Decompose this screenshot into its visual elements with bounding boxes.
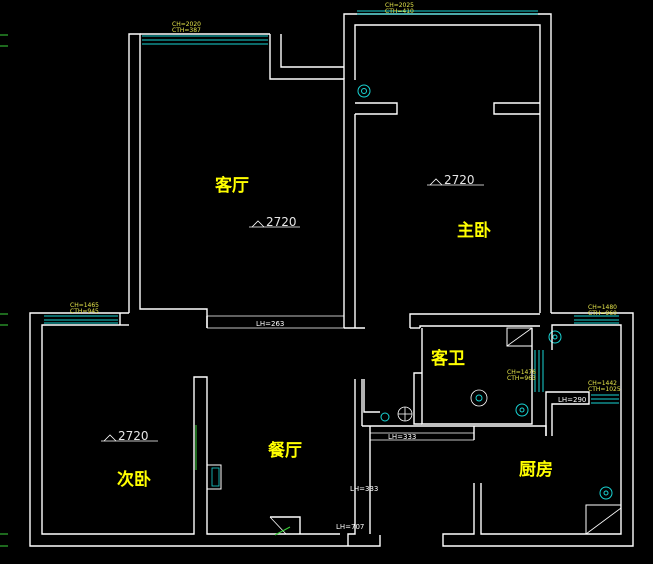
tag-lh-beam-mid: LH=333	[388, 433, 416, 441]
room-label-master: 主卧	[457, 220, 491, 241]
kitchen-walls	[442, 312, 634, 547]
tag-bath-a: CH=1476	[507, 369, 536, 376]
master-room-walls	[343, 13, 552, 329]
tag-lh-bottom: LH=707	[336, 523, 364, 531]
room-label-second: 次卧	[117, 469, 151, 490]
living-room-walls	[128, 33, 345, 329]
level-value-master: 2720	[444, 173, 475, 187]
tag-master-top-a: CH=2025	[385, 2, 414, 9]
tag-lh-beam-vertical: LH=333	[350, 485, 378, 493]
living-window	[142, 35, 268, 45]
kitchen-windows	[574, 315, 619, 404]
dining-door-fixture	[195, 425, 301, 536]
level-value-second: 2720	[118, 429, 149, 443]
tag-living-top-a: CH=2020	[172, 21, 201, 28]
tag-second-top-b: CTH=945	[70, 308, 99, 315]
level-marker-living	[249, 220, 300, 228]
level-marker-second	[101, 434, 158, 442]
tag-kitchen-top-b: CTH=960	[588, 310, 617, 317]
tag-bath-b: CTH=963	[507, 375, 536, 382]
tag-living-top-b: CTH=387	[172, 27, 201, 34]
left-edge-markers	[0, 34, 8, 547]
room-label-bath: 客卫	[430, 348, 465, 369]
tag-lh-beam-top: LH=263	[256, 320, 284, 328]
tag-lh-kitchen: LH=290	[558, 396, 586, 404]
room-label-kitchen: 厨房	[519, 459, 553, 480]
level-marker-master	[427, 178, 484, 186]
room-label-dining: 餐厅	[268, 440, 302, 461]
bath-fixtures	[380, 327, 562, 422]
second-window	[44, 315, 118, 324]
second-room-walls	[29, 312, 381, 547]
tag-kitchen-mid-a: CH=1442	[588, 380, 617, 387]
level-value-living: 2720	[266, 215, 297, 229]
room-label-living: 客厅	[214, 175, 249, 196]
tag-master-top-b: CTH=410	[385, 8, 414, 15]
master-window	[357, 10, 538, 15]
tag-second-top-a: CH=1465	[70, 302, 99, 309]
tag-kitchen-top-a: CH=1480	[588, 304, 617, 311]
master-fixture	[357, 84, 371, 98]
tag-kitchen-mid-b: CTH=1025	[588, 386, 621, 393]
